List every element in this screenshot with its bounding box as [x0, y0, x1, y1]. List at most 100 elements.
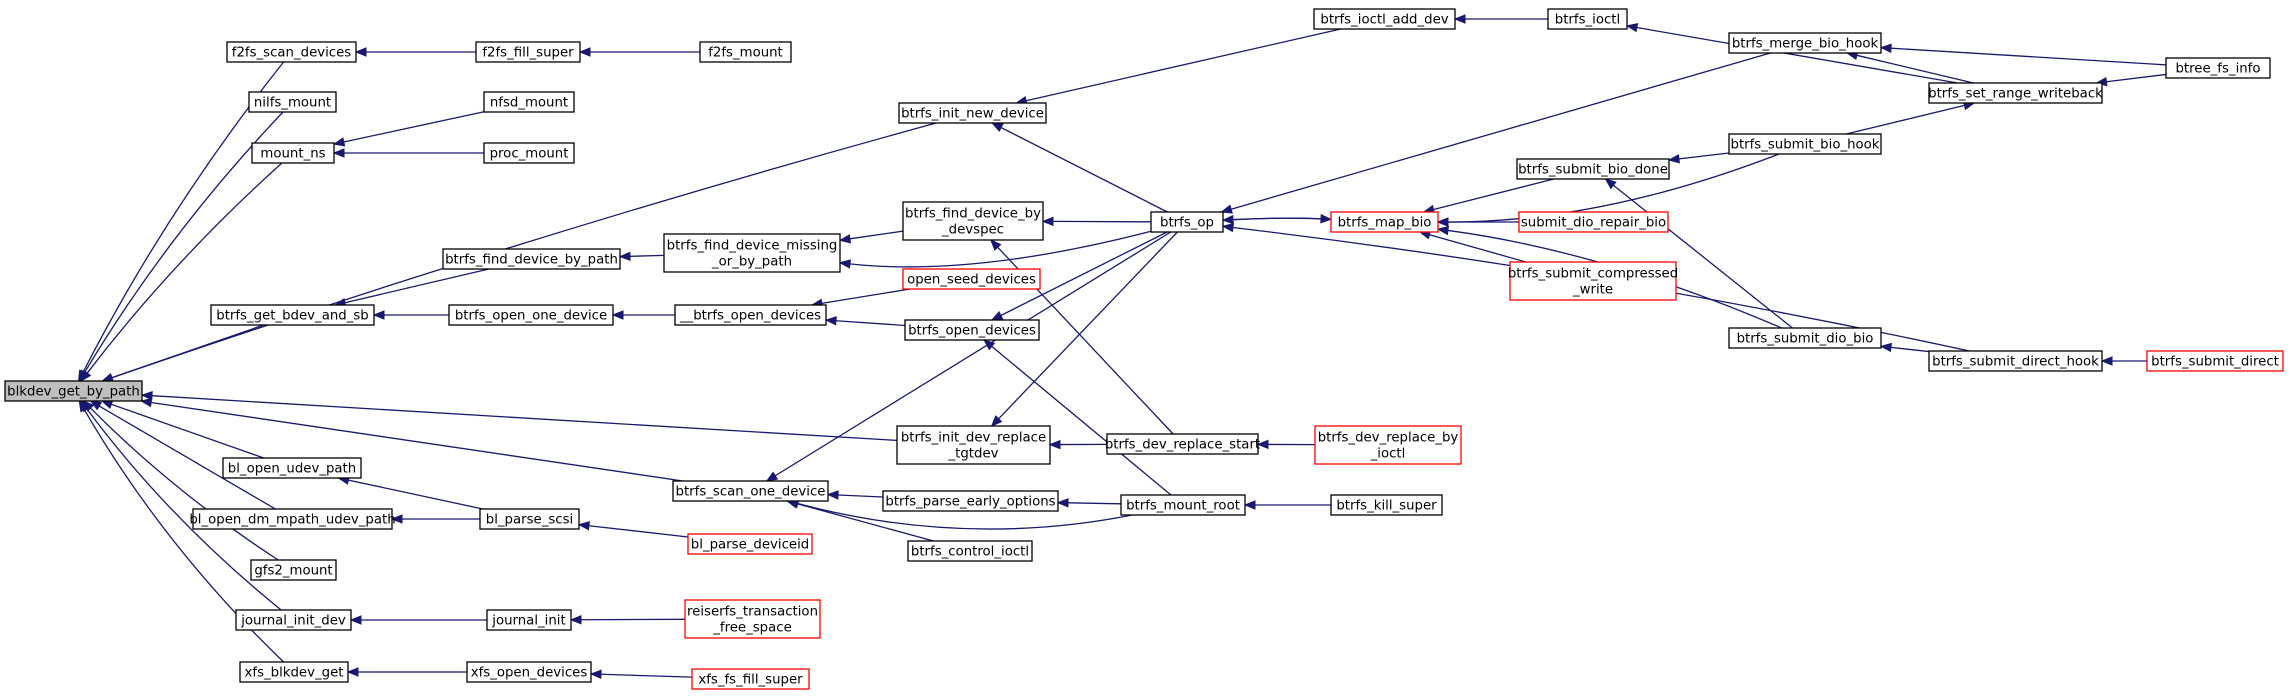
node-bl-devid[interactable]: bl_parse_deviceid [687, 533, 813, 555]
arrowhead-icon [372, 310, 385, 320]
node-journal-dev[interactable]: journal_init_dev [235, 609, 352, 631]
edge-line [151, 395, 898, 442]
node-missing[interactable]: btrfs_find_device_missing_or_by_path [663, 233, 841, 273]
node-label: btrfs_op [1160, 216, 1214, 231]
node-box [1313, 8, 1456, 30]
node-init-new[interactable]: btrfs_init_new_device [898, 102, 1047, 124]
node-bl-dm[interactable]: bl_open_dm_mpath_udev_path [189, 508, 396, 530]
edge-find_by_path-to-get_bdev [333, 268, 489, 308]
node-f2fs-scan[interactable]: f2fs_scan_devices [226, 41, 357, 63]
node-ioctl-add[interactable]: btrfs_ioctl_add_dev [1313, 8, 1456, 30]
edge-op-to-scan_one [765, 231, 1172, 482]
node-control-ioctl[interactable]: btrfs_control_ioctl [907, 540, 1033, 562]
node-f2fs-fill[interactable]: f2fs_fill_super [475, 41, 581, 63]
node-reiserfs[interactable]: reiserfs_transaction_free_space [684, 599, 821, 639]
node-label: btrfs_submit_direct_hook [1932, 355, 2099, 370]
node-mount-root[interactable]: btrfs_mount_root [1120, 494, 1246, 516]
node-box [2146, 350, 2284, 372]
node-submit-done[interactable]: btrfs_submit_bio_done [1516, 158, 1670, 180]
node-set-range[interactable]: btrfs_set_range_writeback [1928, 82, 2103, 104]
node-open-devs[interactable]: btrfs_open_devices [904, 319, 1040, 341]
edge-gfs2-to-root [82, 400, 279, 561]
edge-line [1890, 47, 2167, 66]
node-map-bio[interactable]: btrfs_map_bio [1330, 211, 1439, 233]
node-label: bl_parse_deviceid [691, 538, 809, 553]
node-xfs-fill[interactable]: xfs_fs_fill_super [691, 668, 810, 690]
node-bl-scsi[interactable]: bl_parse_scsi [479, 508, 580, 530]
edge-line [1846, 104, 1965, 135]
node-dio-bio[interactable]: btrfs_submit_dio_bio [1728, 327, 1882, 349]
node-box [898, 102, 1047, 124]
edge-line [588, 525, 689, 538]
node-box [907, 540, 1033, 562]
edge-line [1433, 178, 1554, 211]
node-journal-init[interactable]: journal_init [486, 609, 572, 631]
edge-set_range-to-ioctl [1625, 22, 1958, 84]
node-mount-ns[interactable]: mount_ns [251, 142, 335, 164]
edge-f2fs_mount-to-f2fs_fill [578, 47, 700, 57]
edge-dio_bio-to-submit_done [1604, 178, 1793, 329]
node-gfs2[interactable]: gfs2_mount [250, 559, 337, 581]
node-parse-early[interactable]: btrfs_parse_early_options [882, 490, 1059, 512]
node-label: bl_parse_scsi [486, 513, 573, 528]
node-btree-info[interactable]: btree_fs_info [2165, 57, 2271, 79]
node-label: f2fs_mount [708, 46, 783, 61]
arrowhead-icon [349, 615, 362, 625]
edge-xfs_fill-to-xfs_open [589, 669, 693, 680]
edge-scan_one-to-root [139, 397, 683, 482]
edge-line [1000, 126, 1168, 213]
node-xfs-blkdev[interactable]: xfs_blkdev_get [239, 661, 349, 683]
node-merge-hook[interactable]: btrfs_merge_bio_hook [1728, 32, 1882, 54]
node-op[interactable]: btrfs_op [1150, 211, 1224, 233]
node-box [1314, 425, 1462, 465]
node-f2fs-mount[interactable]: f2fs_mount [699, 41, 792, 63]
node-dio-repair[interactable]: submit_dio_repair_bio [1518, 211, 1669, 233]
edge-line [2106, 73, 2167, 83]
node-init-replace[interactable]: btrfs_init_dev_replace_tgtdev [896, 425, 1051, 465]
node-label: _ioctl [1370, 447, 1406, 462]
node-box [235, 609, 352, 631]
node-open-one[interactable]: btrfs_open_one_device [448, 304, 614, 326]
arrowhead-icon [990, 415, 1003, 427]
node-box [663, 233, 841, 273]
arrowhead-icon [80, 369, 92, 383]
edge-line [835, 320, 906, 327]
node-kill-super[interactable]: btrfs_kill_super [1330, 494, 1443, 516]
node-xfs-open[interactable]: xfs_open_devices [466, 661, 592, 683]
node--open-devs[interactable]: __btrfs_open_devices [674, 304, 827, 326]
node-ioctl[interactable]: btrfs_ioctl [1547, 8, 1628, 30]
node-submit-hook[interactable]: btrfs_submit_bio_hook [1728, 133, 1882, 155]
node-scan-one[interactable]: btrfs_scan_one_device [672, 480, 829, 502]
arrowhead-icon [1056, 498, 1069, 508]
node-bl-udev[interactable]: bl_open_udev_path [222, 457, 362, 479]
call-nodes: blkdev_get_by_path f2fs_scan_devices f2fs_… [4, 8, 2284, 690]
arrowhead-icon [100, 400, 114, 409]
node-compressed[interactable]: btrfs_submit_compressed_write [1508, 261, 1678, 301]
node-get-bdev[interactable]: btrfs_get_bdev_and_sb [210, 304, 375, 326]
edge-bl_udev-to-root [100, 400, 264, 459]
node-replace-start[interactable]: btrfs_dev_replace_start [1105, 433, 1260, 455]
node-label: btrfs_kill_super [1336, 499, 1437, 514]
arrowhead-icon [1625, 22, 1639, 33]
node-direct-hook[interactable]: btrfs_submit_direct_hook [1928, 350, 2103, 372]
node-find-devspec[interactable]: btrfs_find_device_by_devspec [902, 201, 1044, 241]
node-replace-ioctl[interactable]: btrfs_dev_replace_by_ioctl [1314, 425, 1462, 465]
arrowhead-icon [577, 521, 590, 531]
edge-line [1230, 52, 1771, 210]
node-nfsd[interactable]: nfsd_mount [483, 91, 575, 113]
edge-init_replace-to-root [140, 391, 898, 442]
edge-ioctl_add-to-init_new [1015, 28, 1341, 106]
node-nilfs[interactable]: nilfs_mount [248, 91, 337, 113]
arrowhead-icon [390, 514, 403, 524]
node-submit-direct[interactable]: btrfs_submit_direct [2146, 350, 2284, 372]
edge-_open_devs-to-open_one [611, 310, 675, 320]
node-open-seed[interactable]: open_seed_devices [902, 268, 1041, 290]
node-label: btrfs_open_devices [908, 324, 1036, 339]
node-root[interactable]: blkdev_get_by_path [4, 380, 143, 402]
node-find-by-path[interactable]: btrfs_find_device_by_path [442, 248, 621, 270]
arrowhead-icon [139, 397, 153, 408]
edge-op-to-missing [838, 230, 1152, 269]
node-proc[interactable]: proc_mount [483, 142, 575, 164]
arrowhead-icon [332, 148, 345, 158]
